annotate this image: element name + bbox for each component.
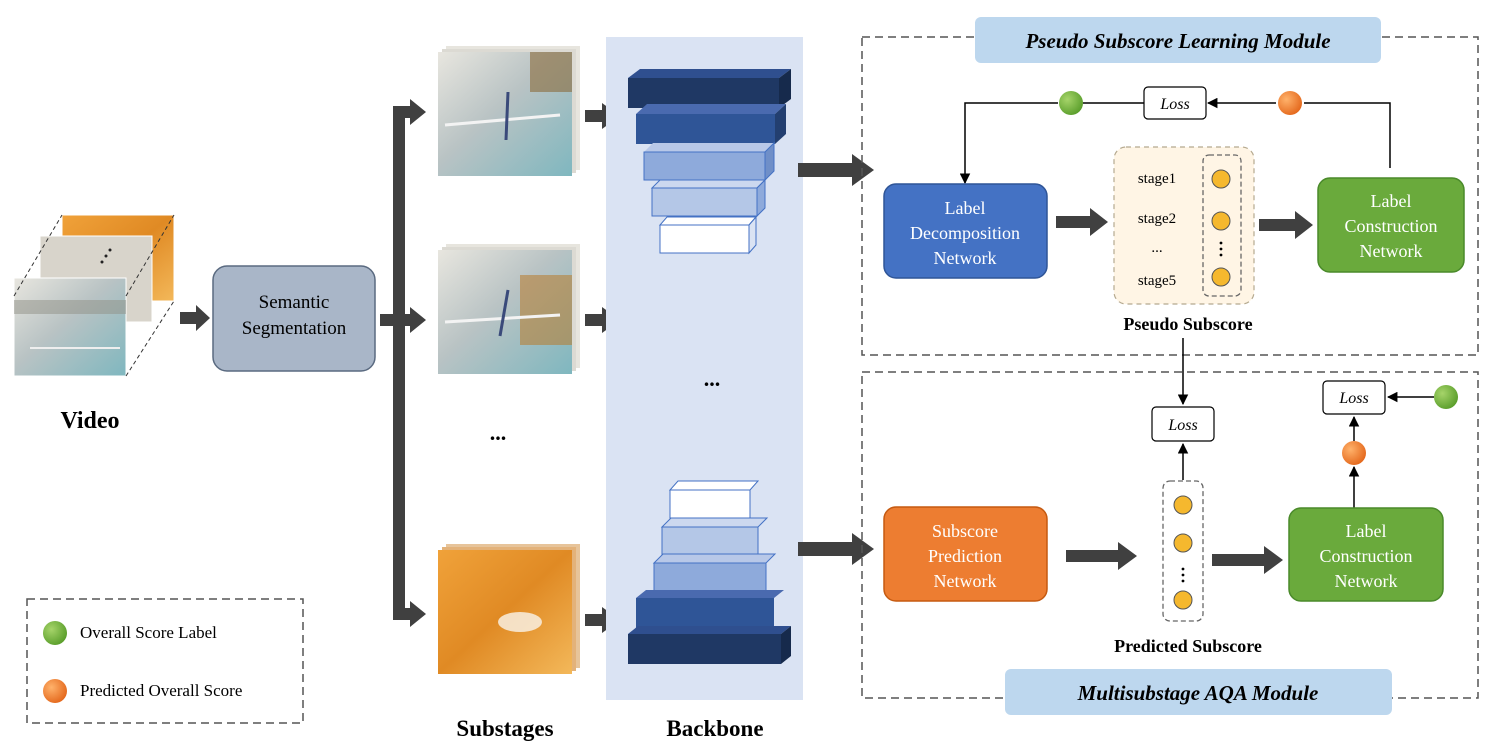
subscore-prediction-network (883, 506, 1048, 602)
arrow-backbone-to-pseudo (798, 154, 874, 186)
overall-score-label-dot (1434, 385, 1458, 409)
split-arrows (380, 99, 426, 627)
aqa-loss-right-label: Loss (1338, 390, 1368, 407)
construction-bottom-line3: Network (1335, 571, 1398, 591)
construction-bottom-line2: Construction (1320, 546, 1413, 566)
predicted-subscore-dot (1173, 533, 1193, 553)
arrow-prediction-to-subscore (1066, 542, 1137, 570)
backbone-ellipsis: ... (704, 366, 721, 391)
legend-overall-label: Overall Score Label (80, 623, 217, 642)
aqa-module-title: Multisubstage AQA Module (1077, 681, 1319, 705)
predicted-overall-score-dot (1342, 441, 1366, 465)
prediction-line1: Subscore (932, 521, 998, 541)
decomposition-line2: Decomposition (910, 223, 1020, 243)
pseudo-subscore-vector (1202, 154, 1242, 297)
segmentation-line1: Semantic (259, 292, 330, 313)
legend-predicted-label: Predicted Overall Score (80, 681, 242, 700)
stage-label-5: stage5 (1138, 273, 1176, 289)
aqa-loss-box-right (1322, 380, 1386, 415)
construction-top-line3: Network (1360, 241, 1423, 261)
aqa-loss-box-mid (1151, 406, 1215, 442)
pseudo-vertical-ellipsis (1219, 241, 1223, 257)
arrow-video-to-segmentation (180, 305, 210, 331)
decomposition-line3: Network (934, 248, 997, 268)
label-construction-network-bottom (1288, 507, 1444, 602)
backbone-top-stack (628, 69, 791, 255)
arrow-subscore-to-construction (1259, 211, 1313, 239)
legend-box (26, 598, 304, 724)
substage-to-backbone-arrows (585, 103, 620, 633)
video-frames (13, 214, 175, 377)
prediction-line2: Prediction (928, 546, 1002, 566)
backbone-label: Backbone (666, 716, 763, 741)
arrow-backbone-to-aqa (798, 533, 874, 565)
segmentation-line2: Segmentation (242, 318, 347, 339)
stage-label-2: stage2 (1138, 211, 1176, 227)
prediction-line3: Network (934, 571, 997, 591)
pseudo-module-title-bg (975, 17, 1381, 63)
construction-top-line1: Label (1371, 191, 1412, 211)
pseudo-subscore-dot (1211, 169, 1231, 189)
legend-green-dot (43, 621, 67, 645)
construction-top-line2: Construction (1345, 216, 1438, 236)
aqa-module-title-bg (1005, 669, 1392, 715)
pseudo-loss-label: Loss (1159, 96, 1189, 113)
substages-ellipsis: ... (490, 420, 507, 445)
predicted-vertical-ellipsis (1181, 567, 1185, 583)
arrow-decomp-to-subscore (1056, 208, 1108, 236)
predicted-subscore-label: Predicted Subscore (1114, 636, 1262, 656)
predicted-subscore-vector (1162, 480, 1204, 622)
pseudo-subscore-panel (1113, 146, 1255, 305)
predicted-subscore-dot (1173, 495, 1193, 515)
pseudo-subscore-label: Pseudo Subscore (1123, 314, 1252, 334)
arrow-subscore-to-construction-bottom (1212, 546, 1283, 574)
pseudo-subscore-dot (1211, 211, 1231, 231)
substage-frame-3 (438, 544, 580, 674)
label-construction-network-top (1317, 177, 1465, 273)
aqa-loss-mid-label: Loss (1167, 417, 1197, 434)
construction-bottom-line1: Label (1346, 521, 1387, 541)
substage-frame-2 (438, 244, 580, 374)
backbone-bottom-stack (628, 480, 791, 664)
substage-frame-1 (438, 46, 580, 176)
semantic-segmentation-box (212, 265, 376, 372)
predicted-overall-score-dot (1278, 91, 1302, 115)
stage-label-1: stage1 (1138, 171, 1176, 187)
pseudo-subscore-dot (1211, 267, 1231, 287)
decomposition-line1: Label (945, 198, 986, 218)
substages-label: Substages (456, 716, 553, 741)
pseudo-module-border (861, 36, 1479, 356)
overall-score-label-dot (1059, 91, 1083, 115)
stage-label-ellipsis: ... (1151, 240, 1162, 256)
legend-orange-dot (43, 679, 67, 703)
predicted-subscore-dot (1173, 590, 1193, 610)
label-decomposition-network (883, 183, 1048, 279)
video-label: Video (60, 408, 119, 434)
pseudo-feedback-lines (959, 97, 1391, 185)
pseudo-module-title: Pseudo Subscore Learning Module (1024, 29, 1330, 53)
